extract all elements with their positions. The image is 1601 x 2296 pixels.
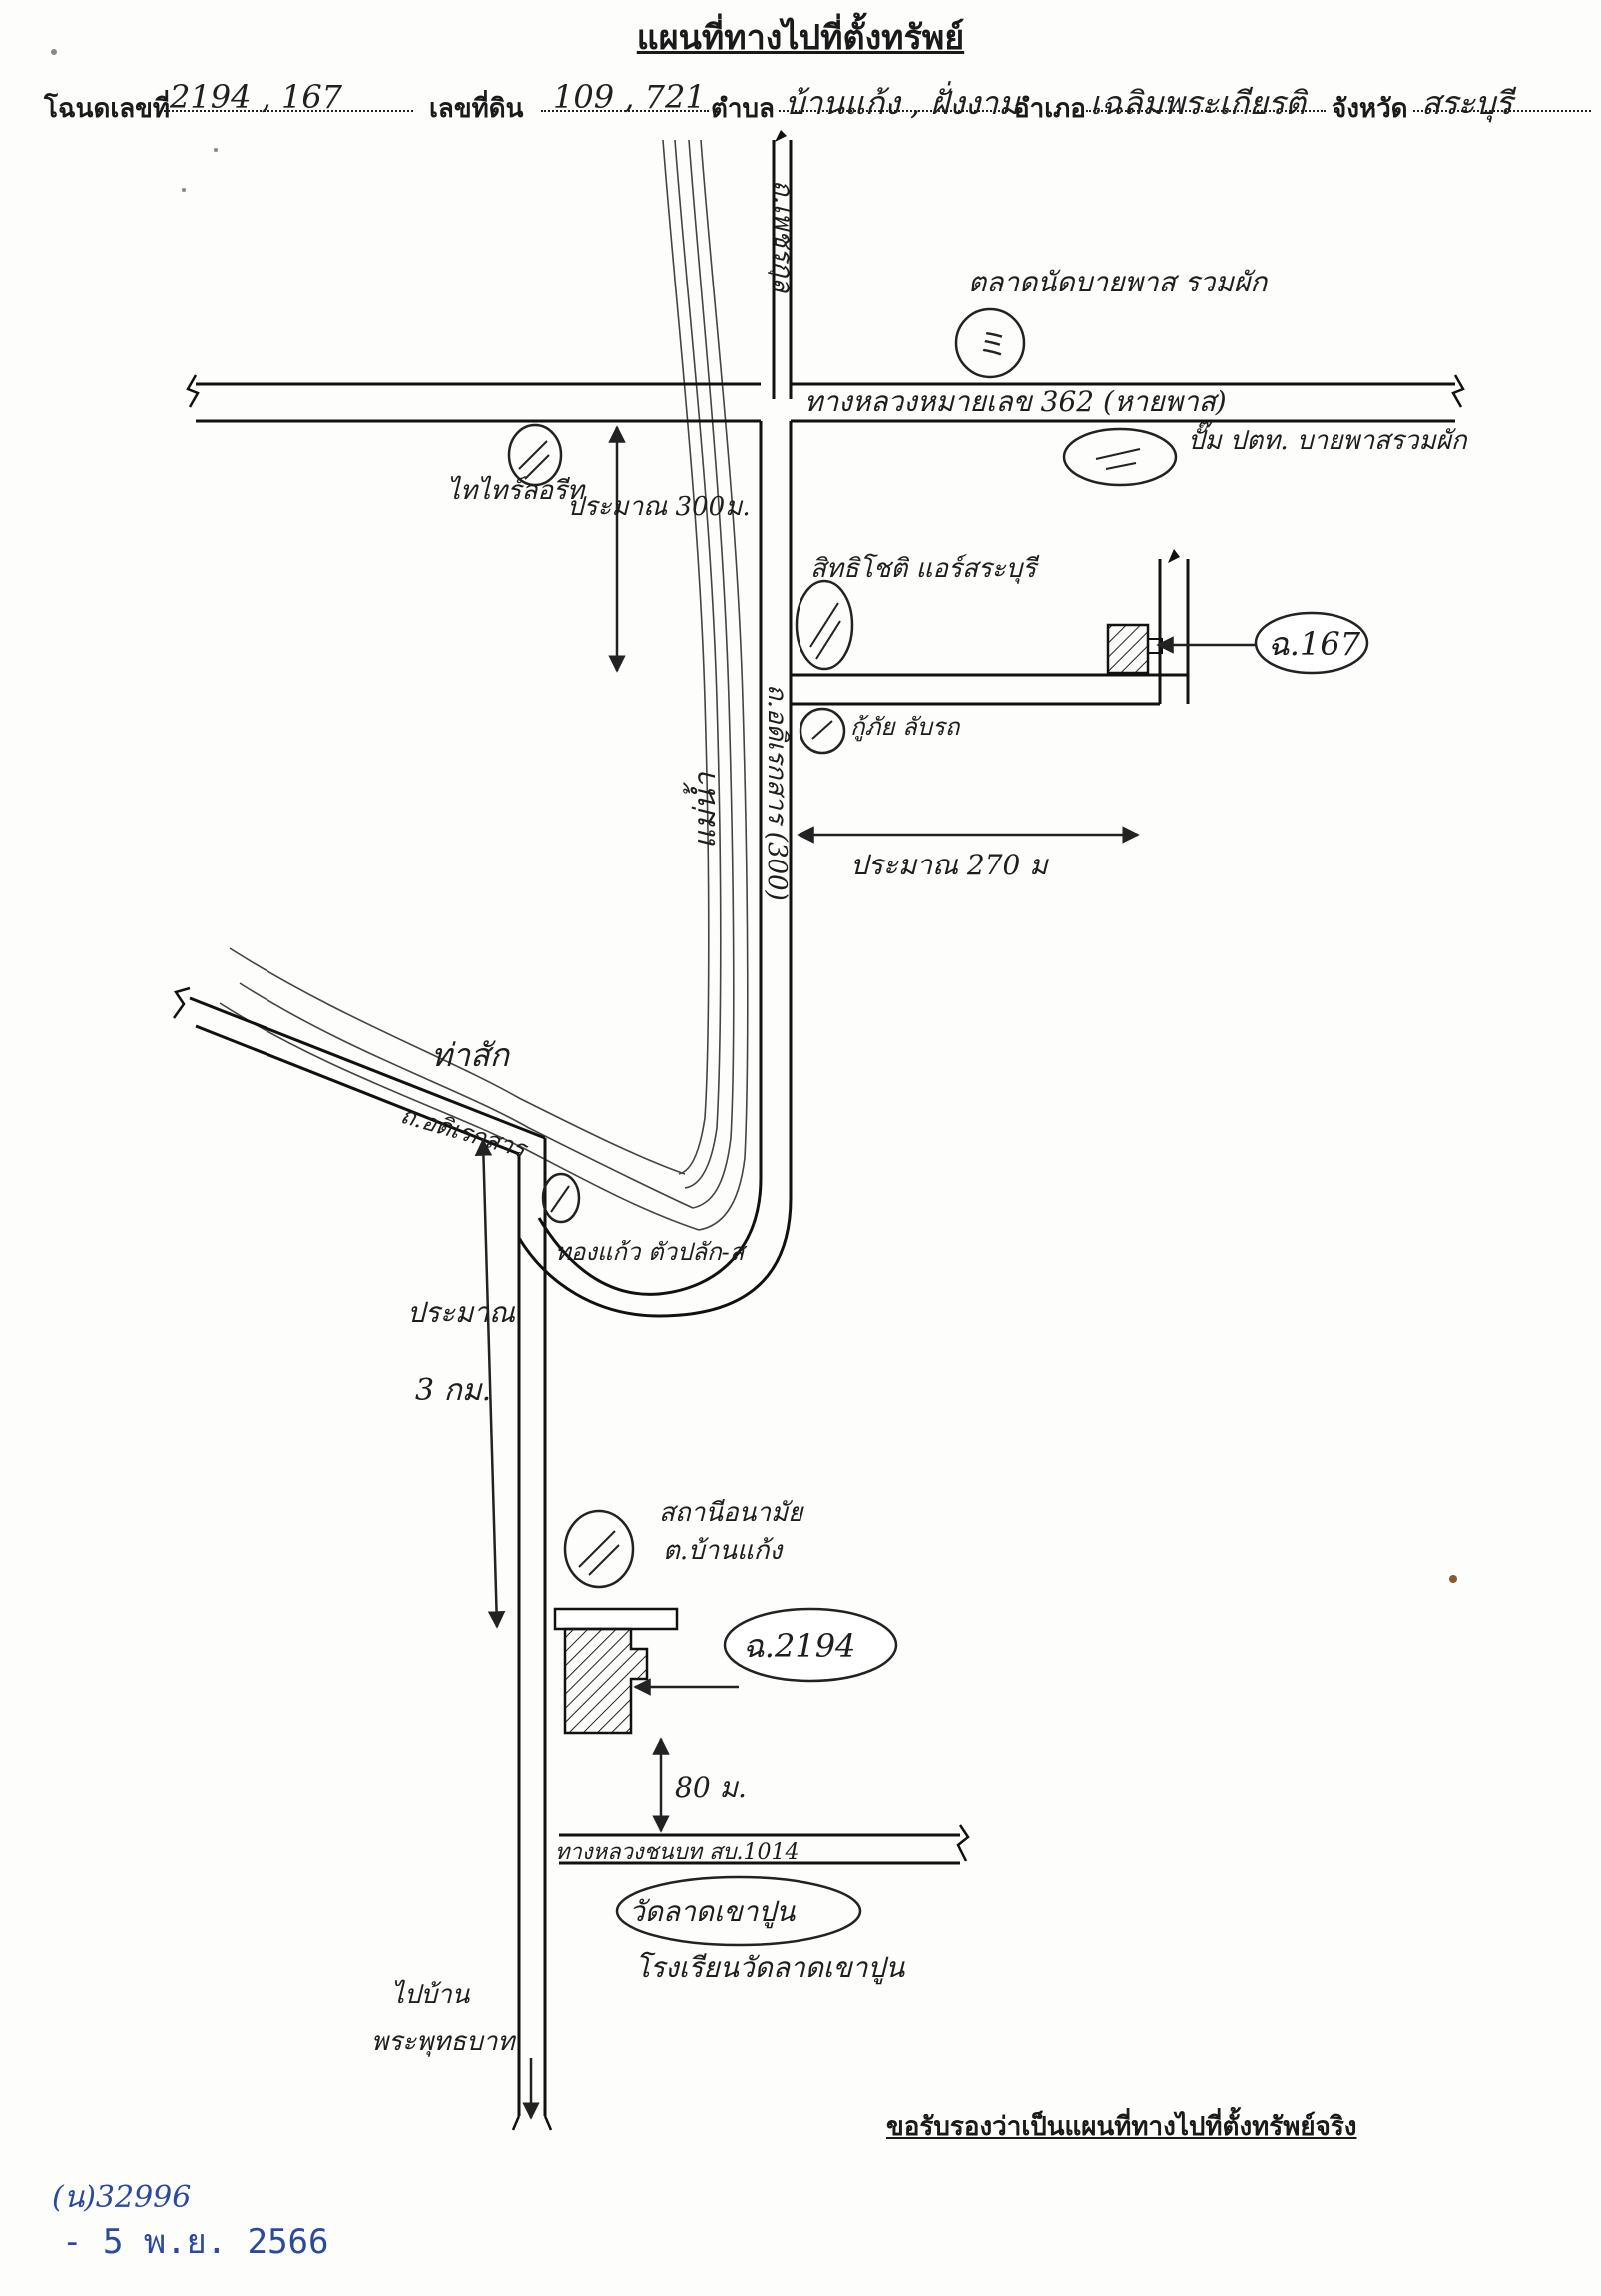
ptt-landmark: ปั๊ม ปตท. บายพาสรวมผัก (1062, 421, 1468, 487)
market-icon (954, 307, 1026, 379)
road-labels: ถ.เพชรกุล ทางหลวงหมายเลข 362 (หายพาส) ถ.… (397, 180, 1226, 1865)
ptt-icon (1062, 427, 1178, 487)
rescue-label: กู้ภัย ลับรถ (850, 713, 961, 742)
river (219, 139, 749, 1231)
pichai-label: สิทธิโชติ แอร์สระบุรี (810, 553, 1040, 584)
province-value: สระบุรี (1421, 84, 1513, 122)
gas-label: ทองแก้ว ตัวปลัก-ส (555, 1238, 748, 1266)
distance-300-label: ประมาณ 300ม. (567, 492, 751, 522)
district-label: อำเภอ (1014, 94, 1086, 124)
to-village-label-2: พระพุทธบาท (371, 2027, 516, 2057)
land-dots (541, 110, 709, 112)
subdistrict-dots (779, 110, 1012, 112)
pichai-landmark: สิทธิโชติ แอร์สระบุรี (795, 553, 1040, 671)
rescue-landmark: กู้ภัย ลับรถ (799, 707, 961, 755)
to-village: ไปบ้าน พระพุทธบาท (371, 1979, 540, 2120)
distance-3km-arrow (474, 1138, 506, 1629)
road-sakhon-label: ถ.อดิเรกสาร (300) (762, 684, 792, 901)
market-label: ตลาดนัดบายพาส รวมผัก (968, 266, 1269, 298)
deed-2194-plot (563, 1627, 649, 1735)
tha-sak-label: ท่าสัก (431, 1036, 511, 1074)
distance-3km-label-1: ประมาณ (407, 1296, 516, 1329)
subdistrict-value: บ้านแก้ง , ฝั่งงาม (785, 84, 1020, 122)
distance-270-label: ประมาณ 270 ม (850, 849, 1049, 881)
health-label-1: สถานีอนามัย (659, 1498, 804, 1528)
rescue-icon (799, 707, 846, 755)
road-label-top: ถ.เพชรกุล (768, 180, 798, 293)
distance-80: 80 ม. (652, 1737, 747, 1833)
temple-landmark: วัดลาดเขาปูน โรงเรียนวัดลาดเขาปูน (615, 1875, 905, 1985)
page-title: แผนที่ทางไปที่ตั้งทรัพย์ (636, 18, 965, 58)
distance-80-label: 80 ม. (675, 1771, 747, 1804)
pichai-icon (795, 579, 854, 671)
stamp-date: - 5 พ.ย. 2566 (62, 2222, 329, 2262)
deed-167-bubble (1254, 611, 1369, 675)
highway-362-label: ทางหลวงหมายเลข 362 (หายพาส) (804, 385, 1227, 418)
deed-2194-text: ฉ.2194 (743, 1627, 855, 1665)
deed-167-text: ฉ.167 (1268, 625, 1361, 663)
watch-icon (507, 423, 563, 487)
header-line: โฉนดเลขที่ 2194 , 167 เลขที่ดิน 109 , 72… (44, 78, 1591, 124)
district-dots (1086, 110, 1326, 112)
subdistrict-label: ตำบล (711, 94, 775, 124)
ptt-icon-mark (1095, 448, 1141, 470)
deed-167-parcel: ฉ.167 (1106, 611, 1369, 675)
to-village-label-1: ไปบ้าน (391, 1979, 471, 2009)
landmarks: ตลาดนัดบายพาส รวมผัก ミ ปั๊ม ปตท. บายพาสร… (371, 266, 1468, 2120)
temple-label: วัดลาดเขาปูน (629, 1895, 796, 1929)
market-landmark: ตลาดนัดบายพาส รวมผัก ミ (954, 266, 1269, 379)
watch-landmark: ไทไทร์ลอรีท (447, 423, 586, 506)
distance-270: ประมาณ 270 ม (797, 826, 1140, 881)
stamp-code: (น)32996 (52, 2180, 192, 2215)
road-adireksan-label: ถ.อดิเรกสาร (397, 1101, 532, 1164)
watch-label: ไทไทร์ลอรีท (447, 475, 586, 506)
health-landmark: สถานีอนามัย ต.บ้านแก้ง (563, 1498, 804, 1589)
river-label: แม่น้ำ (683, 771, 723, 849)
land-label: เลขที่ดิน (429, 94, 524, 124)
deed-2194-parcel: ฉ.2194 (553, 1607, 898, 1735)
certification-statement: ขอรับรองว่าเป็นแผนที่ทางไปที่ตั้งทรัพย์จ… (886, 2112, 1357, 2142)
deed-value: 2194 , 167 (170, 78, 343, 116)
district-value: เฉลิมพระเกียรติ (1090, 84, 1306, 122)
distance-3km-label-2: 3 กม. (415, 1373, 491, 1408)
gas-landmark: ทองแก้ว ตัวปลัก-ส (541, 1172, 748, 1266)
province-dots (1413, 110, 1591, 112)
deed-167-plot (1106, 623, 1150, 675)
gas-icon (541, 1172, 581, 1224)
temple-icon (615, 1875, 862, 1947)
ptt-label: ปั๊ม ปตท. บายพาสรวมผัก (1188, 421, 1468, 456)
health-icon (563, 1509, 635, 1589)
distance-300: ประมาณ 300ม. (567, 425, 751, 673)
roads (172, 130, 1465, 2131)
deed-dots (164, 110, 413, 112)
province-label: จังหวัด (1332, 94, 1408, 124)
deed-label: โฉนดเลขที่ (44, 94, 171, 124)
scan-specks (51, 49, 1457, 1583)
health-label-2: ต.บ้านแก้ง (663, 1536, 785, 1566)
deed-2194-access (553, 1607, 679, 1631)
distance-3km: ประมาณ 3 กม. (407, 1138, 516, 1629)
school-label: โรงเรียนวัดลาดเขาปูน (635, 1951, 905, 1985)
deed-2194-bubble (723, 1607, 898, 1683)
rural-road-label: ทางหลวงชนบท สบ.1014 (555, 1840, 799, 1865)
market-icon-mark: ミ (978, 328, 1008, 363)
land-value: 109 , 721 (553, 78, 706, 116)
